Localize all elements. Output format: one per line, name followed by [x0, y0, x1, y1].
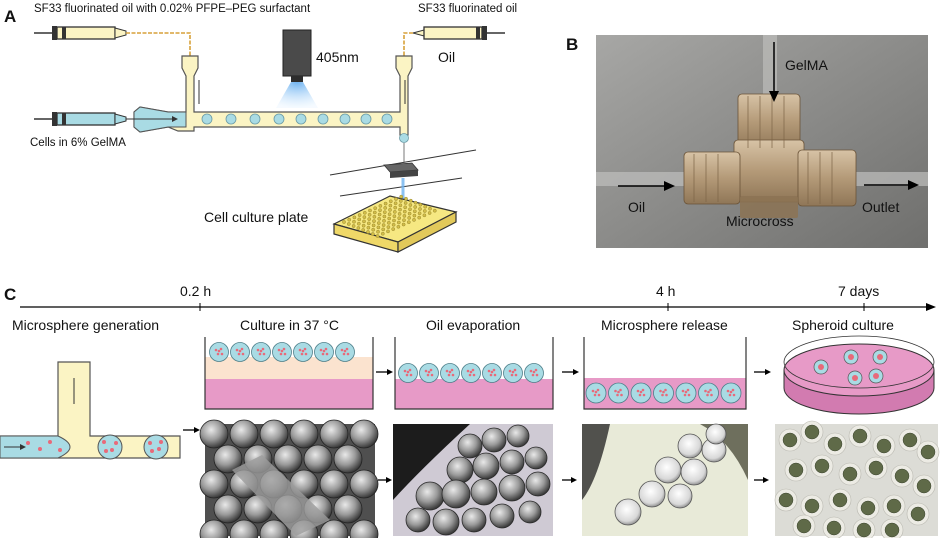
step-label-0: Microsphere generation [12, 317, 159, 333]
culture-container [204, 337, 374, 410]
arrow-icon [183, 369, 771, 433]
gelma-label: GelMA [785, 57, 828, 73]
step-label-1: Culture in 37 °C [240, 317, 339, 333]
panel-b: B GelMA Oil Micro [566, 35, 928, 248]
cells-label: Cells in 6% GelMA [30, 137, 126, 149]
timeline-label-2: 7 days [838, 283, 879, 299]
arrow-icon [618, 181, 675, 191]
uv-lamp-icon [276, 29, 318, 108]
oil-label: Oil [438, 49, 455, 65]
spheroid-dish [783, 335, 935, 415]
micrograph-evaporation [393, 424, 553, 536]
culture-plate-icon [332, 194, 458, 253]
panel-b-letter: B [566, 35, 578, 54]
panel-c: C 0.2 h 4 h 7 days Microsphere generatio… [0, 283, 940, 538]
generation-channel [0, 361, 181, 460]
syringe-icon [34, 26, 127, 40]
micrograph-spheroids [774, 420, 940, 538]
plate-label: Cell culture plate [204, 209, 308, 225]
panel-c-letter: C [4, 285, 16, 304]
top-left-oil-label: SF33 fluorinated oil with 0.02% PFPE–PEG… [34, 3, 311, 15]
arrow-icon [769, 42, 779, 102]
dispenser-icon [329, 149, 477, 206]
micrograph-release [582, 423, 748, 536]
b-oil-label: Oil [628, 199, 645, 215]
evaporation-container [394, 337, 554, 410]
timeline: 0.2 h 4 h 7 days [20, 283, 936, 311]
syringe-icon [411, 26, 505, 40]
timeline-label-0: 0.2 h [180, 283, 211, 299]
syringe-icon [34, 112, 127, 126]
release-container [583, 337, 747, 410]
timeline-label-1: 4 h [656, 283, 675, 299]
micrograph-culture [199, 419, 379, 538]
oil-tube-right [403, 32, 413, 60]
arrow-icon [864, 180, 919, 190]
panel-a-letter: A [4, 7, 16, 26]
panel-a: A SF33 fluorinated oil with 0.02% PFPE–P… [4, 3, 517, 253]
step-label-4: Spheroid culture [792, 317, 894, 333]
oil-tube-left [126, 32, 191, 60]
outlet-label: Outlet [862, 199, 899, 215]
step-label-2: Oil evaporation [426, 317, 520, 333]
microcross-fitting [596, 35, 928, 218]
microfluidic-channel [126, 55, 413, 143]
arrow-icon [378, 477, 769, 483]
microcross-label: Microcross [726, 213, 794, 229]
step-label-3: Microsphere release [601, 317, 728, 333]
wavelength-label: 405nm [316, 49, 359, 65]
top-right-oil-label: SF33 fluorinated oil [418, 3, 517, 15]
